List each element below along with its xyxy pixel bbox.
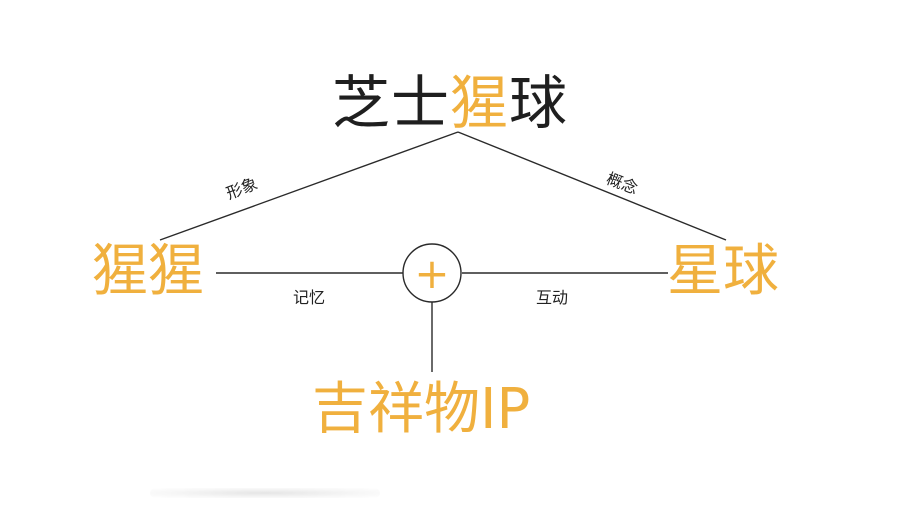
title-part-1: 芝士 <box>331 69 450 137</box>
edge-label-left-horizontal: 记忆 <box>293 288 326 307</box>
bottom-shadow <box>150 488 380 498</box>
node-bottom: 吉祥物IP <box>312 377 531 442</box>
diagram-title: 芝士猩球 <box>0 68 900 138</box>
title-part-2: 球 <box>509 69 569 137</box>
center-plus-symbol: + <box>414 249 449 298</box>
node-right: 星球 <box>667 239 779 304</box>
node-left: 猩猩 <box>92 239 204 304</box>
connector-right-diagonal <box>457 131 727 241</box>
edge-label-right-horizontal: 互动 <box>536 288 569 307</box>
connector-left-diagonal <box>159 131 459 241</box>
title-accent-char: 猩 <box>449 69 509 137</box>
center-circle <box>402 243 462 303</box>
